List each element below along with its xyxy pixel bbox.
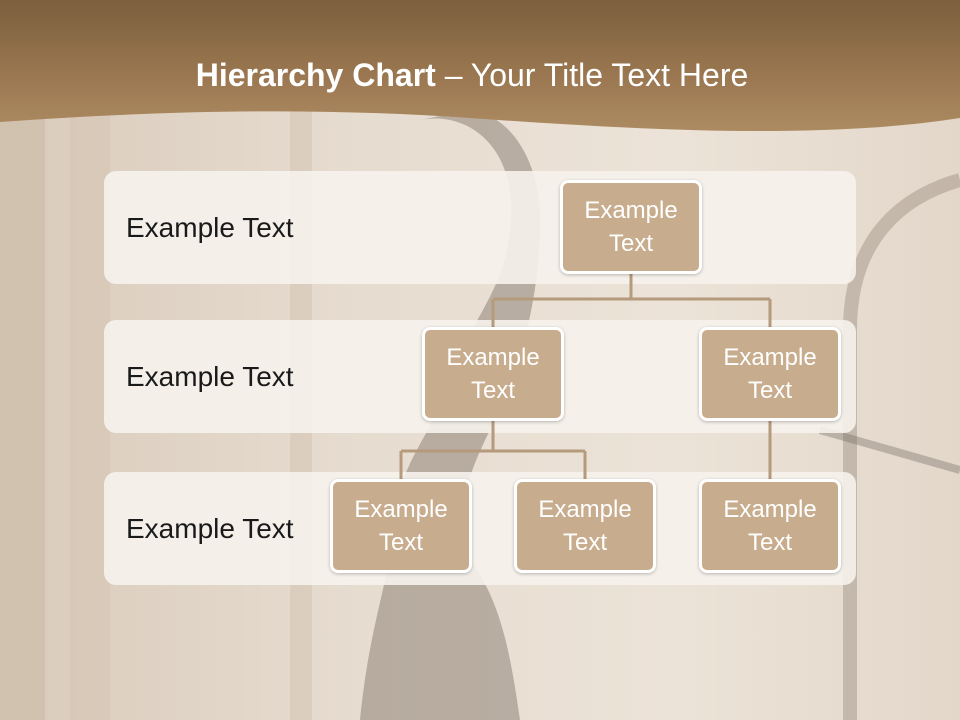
level-label-3: Example Text [126,513,294,544]
level-band-1: Example Text [104,171,856,284]
node-root[interactable]: Example Text [560,180,702,274]
title-rest: Your Title Text Here [470,57,749,93]
node-level2-left-text: Example Text [446,344,540,404]
node-level3-a[interactable]: Example Text [330,479,472,573]
node-level2-right-text: Example Text [723,344,817,404]
slide-title: Hierarchy Chart – Your Title Text Here [0,54,944,96]
node-level3-b-text: Example Text [538,496,632,556]
node-root-text: Example Text [584,197,678,257]
node-level3-c-text: Example Text [723,496,817,556]
node-level3-b[interactable]: Example Text [514,479,656,573]
level-label-2: Example Text [126,361,294,392]
title-dash: – [435,57,471,93]
node-level3-c[interactable]: Example Text [699,479,841,573]
title-bold: Hierarchy Chart [195,57,436,93]
node-level2-right[interactable]: Example Text [699,327,841,421]
node-level3-a-text: Example Text [354,496,448,556]
level-label-1: Example Text [126,212,294,243]
node-level2-left[interactable]: Example Text [422,327,564,421]
